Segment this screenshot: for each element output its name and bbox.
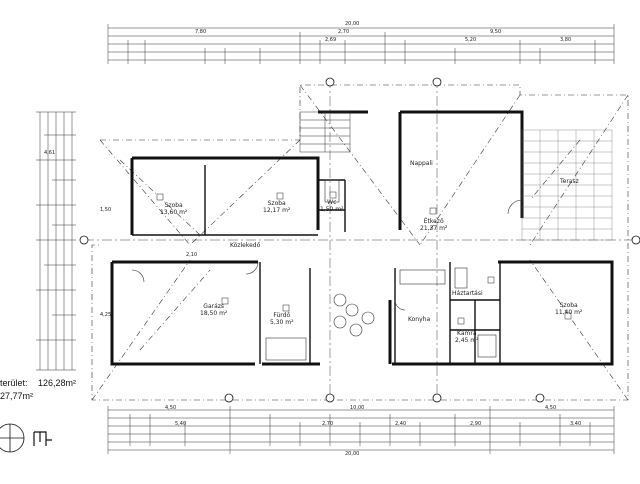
left-dimension-chains [36,111,76,371]
room-label-furdo: Fürdő 5,30 m² [270,312,294,326]
room-name: Fürdő [273,312,291,319]
room-label-nappali: Nappali [410,160,433,167]
room-label-etkezo: Étkező 21,37 m² [420,218,447,232]
room-tags [156,191,572,325]
area-value-total: 126,28m² [38,378,77,388]
top-dim-ticks [107,24,615,64]
dim-bottom-f: 2,40 [395,421,407,427]
dim-top-a: 7,80 [195,29,207,35]
room-area: 21,37 m² [420,225,448,232]
area-label: terület: [0,378,28,388]
area-value-secondary: 27,77m² [0,391,34,401]
room-name: Háztartási [452,290,483,297]
room-label-szoba-3: Szoba 11,40 m² [555,302,582,316]
room-area: 11,40 m² [555,309,583,316]
axis-lines [84,78,640,400]
room-label-haztartasi: Háztartási [452,290,483,297]
area-summary-line2: 27,77m² [0,391,33,401]
room-name: Wc [327,199,337,206]
room-name: Nappali [410,160,433,167]
room-area: 2,45 m² [455,337,479,344]
dim-bottom-b: 10,00 [350,405,365,411]
room-label-konyha: Konyha [408,316,430,323]
room-area: 1,50 m² [320,206,344,213]
room-name: Szoba [267,200,286,207]
axis-markers [79,77,640,403]
room-name: Szoba [164,202,183,209]
room-label-szoba-1: Szoba 13,60 m² [160,202,187,216]
interior-walls [132,165,501,364]
terrace-pavers [521,129,613,241]
room-name: Terasz [560,178,579,185]
dim-left-d: 4,25 [100,312,112,318]
room-area: 12,17 m² [263,207,291,214]
room-label-garazs: Garázs 18,50 m² [200,303,227,317]
dim-top-c: 9,50 [490,29,502,35]
room-label-kozlekedo: Közlekedő [230,242,260,249]
room-name: Garázs [203,303,225,310]
room-name: Közlekedő [230,242,261,249]
top-dimension-chains [107,24,615,64]
dim-bottom-c: 4,50 [545,405,557,411]
room-label-wc: Wc 1,50 m² [320,199,344,213]
dim-top-f: 3,80 [560,37,572,43]
roof-outline-dashed [91,84,629,401]
room-area: 18,50 m² [200,310,228,317]
bottom-dim-ticks [107,406,615,454]
room-area: 5,30 m² [270,319,294,326]
dim-left-b: 4,61 [44,150,56,156]
north-arrow-icon [0,423,52,453]
staircase [299,111,351,153]
dim-bottom-e: 2,70 [322,421,334,427]
room-area: 13,60 m² [160,209,188,216]
dim-left-a: 1,50 [100,207,112,213]
room-label-szoba-2: Szoba 12,17 m² [263,200,290,214]
dim-bottom-d: 5,40 [175,421,187,427]
dim-top-d: 2,69 [325,37,337,43]
dim-left-c: 2,10 [186,252,198,258]
bottom-dimension-chains [107,406,615,454]
room-name: Konyha [408,316,431,323]
room-name: Szoba [559,302,578,309]
area-summary-line1: terület: 126,28m² [0,378,76,388]
room-label-kamra: Kamra 2,45 m² [455,330,479,344]
dim-bottom-h: 3,40 [570,421,582,427]
dim-bottom-a: 4,50 [165,405,177,411]
dim-overall-top: 20,00 [345,21,360,27]
fixtures [131,179,523,361]
room-name: Étkező [423,218,444,225]
room-label-terasz: Terasz [560,178,579,185]
room-name: Kamra [457,330,477,337]
dim-bottom-g: 2,90 [470,421,482,427]
dim-top-e: 5,20 [465,37,477,43]
dim-top-b: 2,70 [338,29,350,35]
exterior-walls [110,110,614,366]
dim-overall-bottom: 20,00 [345,451,360,457]
